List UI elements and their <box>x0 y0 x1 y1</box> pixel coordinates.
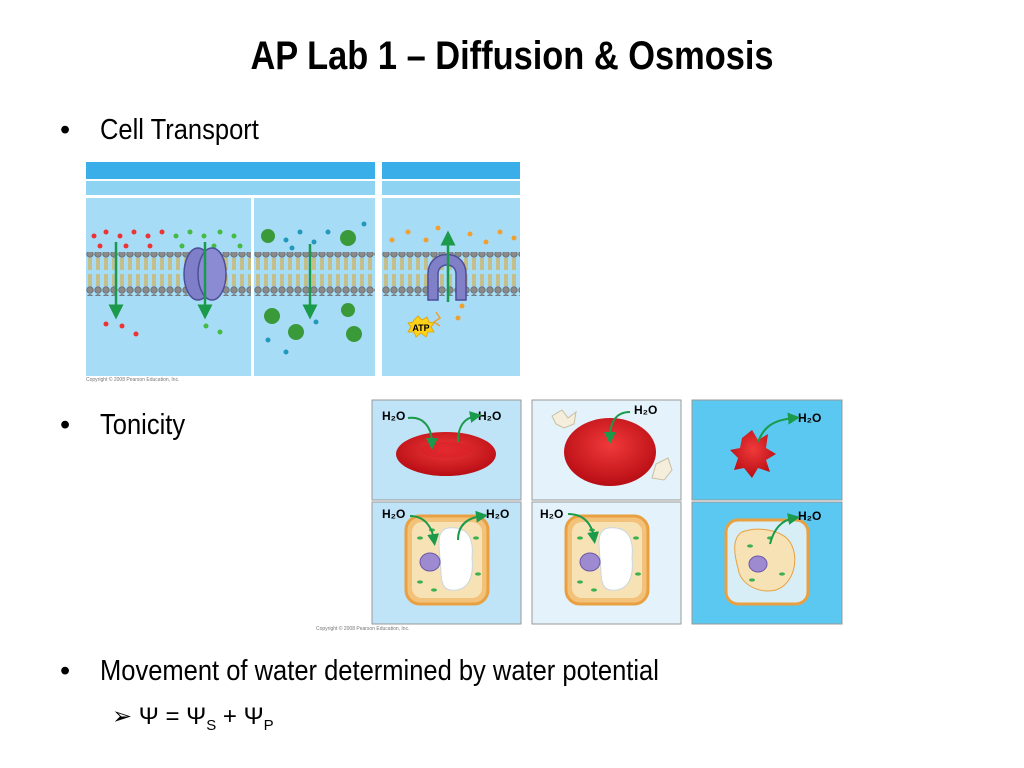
bullet-text: Movement of water determined by water po… <box>100 655 659 687</box>
bullet-marker: • <box>60 409 71 441</box>
plant-cell <box>404 514 490 606</box>
psi-total: Ψ = Ψ <box>138 703 207 730</box>
h2o-label: H₂O <box>540 507 563 521</box>
bullet-marker: • <box>60 655 71 687</box>
sub-bullet-marker: ➢ <box>112 703 133 730</box>
h2o-label: H₂O <box>634 403 657 417</box>
bullet-text: Cell Transport <box>100 114 259 146</box>
panel-header-bar <box>382 162 520 179</box>
pump-protein <box>427 253 467 301</box>
solute-molecules <box>389 225 517 321</box>
lipid-bilayer <box>254 252 375 296</box>
hypotonic-animal-panel <box>371 399 522 501</box>
lysed-membrane-fragment <box>651 457 673 481</box>
atp-label: ATP <box>412 323 429 333</box>
cell-transport-diagram: ATP Copyright © 2008 Pearson Education, … <box>86 162 520 383</box>
swollen-red-blood-cell <box>564 418 656 486</box>
slide-title: AP Lab 1 – Diffusion & Osmosis <box>250 34 774 78</box>
atp-burst <box>407 315 435 338</box>
plasmolyzed-plant-cell <box>724 518 810 606</box>
solute-molecules <box>261 221 367 355</box>
pressure-subscript: P <box>263 716 274 734</box>
chloroplasts <box>417 528 785 592</box>
energy-squiggle <box>432 311 442 327</box>
tonicity-diagram: H₂O H₂O H₂O H₂O H₂O H₂O H₂O H₂O Copyrigh… <box>316 399 843 632</box>
water-flow-arrows <box>407 411 800 546</box>
h2o-label: H₂O <box>478 409 501 423</box>
bullet-marker: • <box>60 114 71 146</box>
water-potential-equation: ➢ Ψ = ΨS + ΨP <box>112 702 274 734</box>
solute-subscript: S <box>206 716 217 734</box>
bullet-text: Tonicity <box>100 409 186 441</box>
copyright-note: Copyright © 2008 Pearson Education, Inc. <box>316 625 409 632</box>
panel-header-bar <box>86 162 375 179</box>
h2o-label: H₂O <box>798 411 821 425</box>
panel-header-bar <box>86 181 375 195</box>
shriveled-red-blood-cell <box>730 430 776 478</box>
h2o-label: H₂O <box>486 507 509 521</box>
lysed-membrane-fragment <box>551 409 577 429</box>
copyright-note: Copyright © 2008 Pearson Education, Inc. <box>86 376 179 383</box>
panel-header-bar <box>382 181 520 195</box>
turgid-plant-cell <box>564 514 650 606</box>
psi-plus: + Ψ <box>216 703 264 730</box>
h2o-label: H₂O <box>382 507 405 521</box>
solute-molecules <box>91 229 243 337</box>
h2o-label: H₂O <box>798 509 821 523</box>
h2o-label: H₂O <box>382 409 405 423</box>
